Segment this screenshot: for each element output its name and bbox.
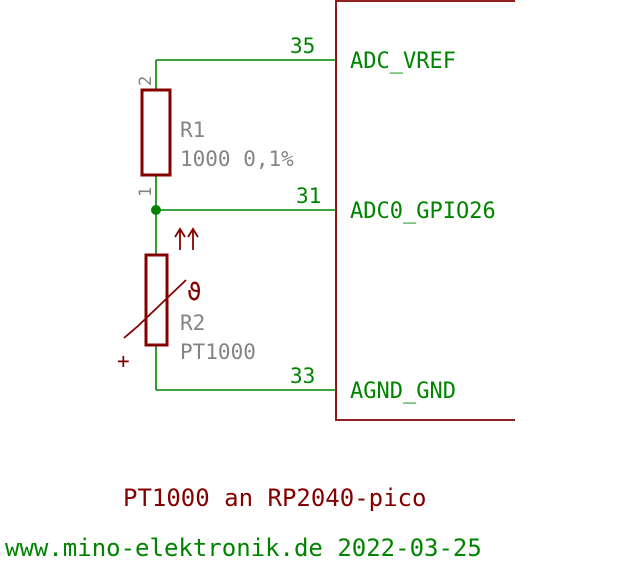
r2-plus-symbol: + xyxy=(117,349,130,373)
r2-value-label: PT1000 xyxy=(180,340,256,364)
r1-pin-1-label: 1 xyxy=(136,187,156,197)
pin-number-vref: 35 xyxy=(290,34,315,58)
r2-theta-symbol: ϑ xyxy=(187,278,201,306)
r1-value-label: 1000 0,1% xyxy=(180,147,294,171)
current-direction-arrows-icon xyxy=(174,227,199,250)
pin-name-adc0: ADC0_GPIO26 xyxy=(350,199,496,224)
junction-dot xyxy=(151,205,161,215)
r1-pin-2-label: 2 xyxy=(136,76,156,86)
r2-thermistor-slash xyxy=(123,279,187,339)
pin-number-adc0: 31 xyxy=(296,184,321,208)
pin-name-vref: ADC_VREF xyxy=(350,49,456,74)
r1-name-label: R1 xyxy=(180,118,205,142)
pin-number-agnd: 33 xyxy=(290,364,315,388)
r1-resistor-body xyxy=(140,88,172,177)
wires xyxy=(155,59,336,391)
pin-name-agnd: AGND_GND xyxy=(350,379,456,404)
r2-name-label: R2 xyxy=(180,311,205,335)
footer-credit: www.mino-elektronik.de 2022-03-25 xyxy=(5,534,482,562)
r2-thermistor-body xyxy=(144,253,169,347)
footer-title: PT1000 an RP2040-pico xyxy=(123,484,426,512)
